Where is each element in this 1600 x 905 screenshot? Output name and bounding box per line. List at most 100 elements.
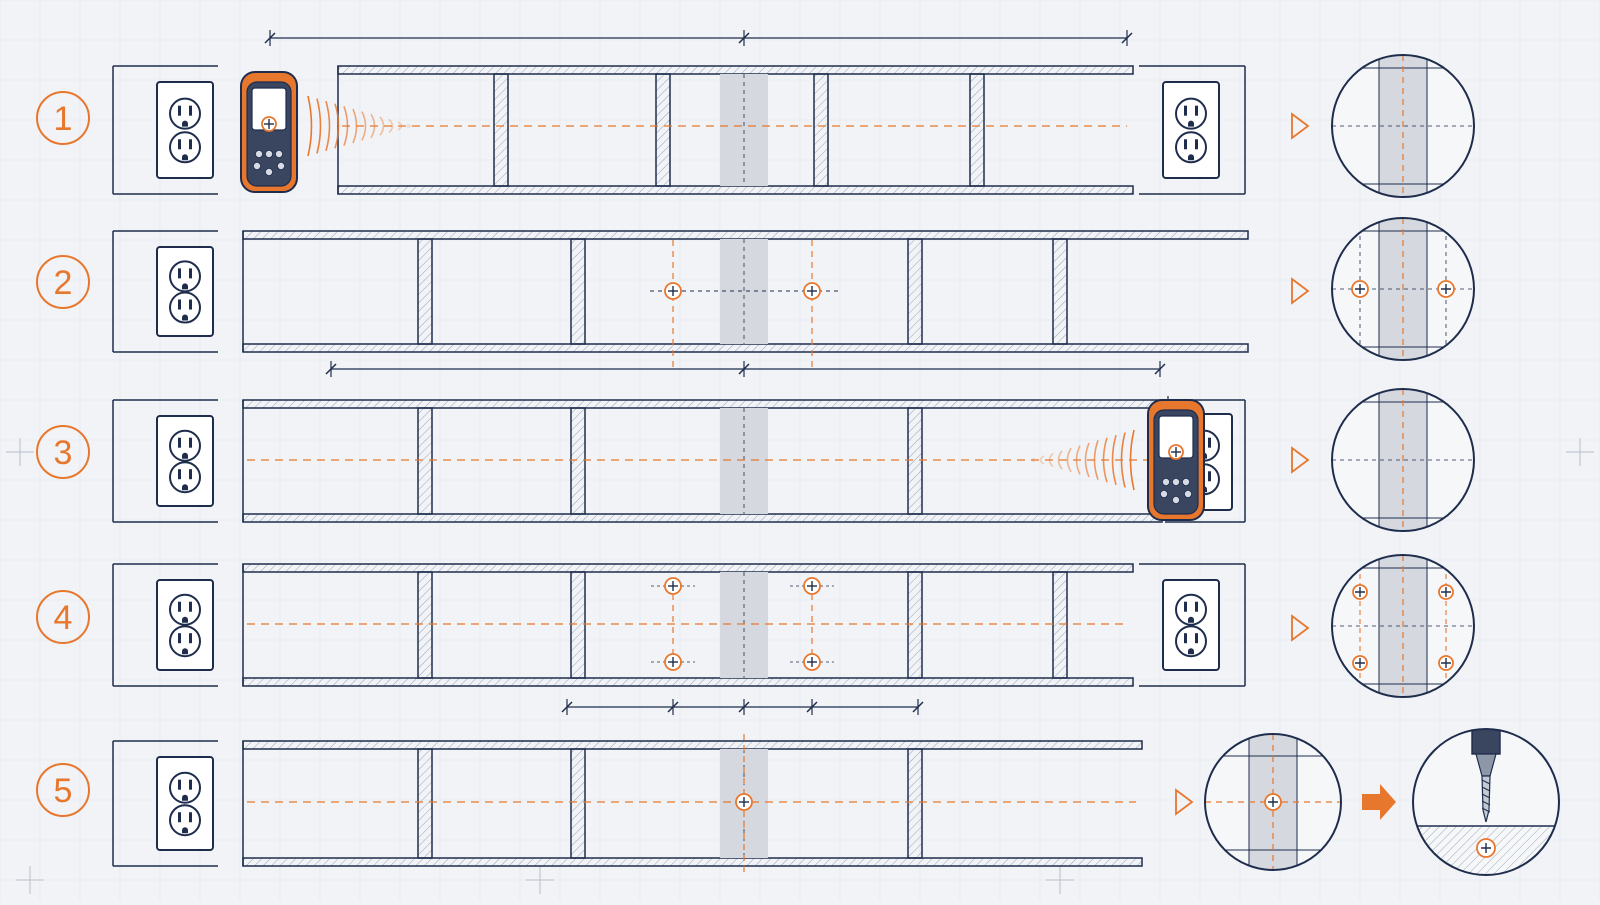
outlet-slot	[1208, 471, 1211, 482]
outlet-slot	[178, 105, 181, 116]
detail-content	[1205, 734, 1341, 870]
outlet-slot	[189, 812, 192, 823]
outlet-ground	[182, 616, 188, 623]
outlet-slot	[1195, 105, 1198, 116]
step-row-2: 2	[36, 230, 1310, 377]
result-detail-circle	[1331, 217, 1475, 361]
scanner-button	[264, 149, 273, 158]
outlet-receptacle	[169, 260, 201, 293]
registration-mark	[1566, 438, 1594, 466]
outlet-receptacle	[169, 804, 201, 837]
crosshair-marker-icon	[1352, 584, 1368, 600]
outlet-slot	[178, 268, 181, 279]
detail-ring	[1331, 388, 1475, 532]
outlet-slot	[1184, 139, 1187, 150]
outlet-slot	[1195, 633, 1198, 644]
wall-board-top	[242, 563, 1134, 573]
scan-wave	[1111, 434, 1117, 486]
outlet-slot	[189, 268, 192, 279]
outlet-slot	[1195, 601, 1198, 612]
crosshair-marker-icon	[1438, 584, 1454, 600]
step-number-badge: 2	[36, 255, 90, 309]
scanner-button	[1160, 489, 1169, 498]
outlet-slot	[178, 437, 181, 448]
outlet-slot	[189, 469, 192, 480]
crosshair-marker-icon	[1476, 838, 1496, 858]
detail-ring	[1412, 728, 1560, 876]
scan-wave	[370, 113, 376, 139]
duplex-outlet-icon	[1162, 81, 1220, 179]
outlet-ground	[182, 794, 188, 801]
outlet-slot	[189, 437, 192, 448]
outlet-ground	[182, 827, 188, 834]
detail-ring	[1331, 554, 1475, 698]
stud	[655, 73, 671, 187]
outlet-slot	[1184, 633, 1187, 644]
outlet-ground	[1188, 616, 1194, 623]
scanner-button	[254, 149, 263, 158]
result-detail-circle	[1331, 388, 1475, 532]
step-number: 4	[54, 599, 73, 637]
outlet-slot	[189, 139, 192, 150]
registration-mark	[16, 866, 44, 894]
scanner-button	[1172, 495, 1181, 504]
stud	[907, 238, 923, 345]
outlet-ground	[1188, 154, 1194, 161]
scan-waves	[1030, 429, 1135, 491]
step-number: 1	[54, 100, 73, 138]
scan-wave	[334, 103, 340, 149]
scan-wave	[307, 95, 313, 157]
outline-triangle-arrow-icon	[1291, 446, 1310, 474]
duplex-outlet-icon	[1162, 579, 1220, 671]
scanner-button	[264, 167, 273, 176]
scan-wave	[1129, 429, 1135, 491]
stud	[570, 748, 586, 859]
scan-wave	[379, 116, 385, 136]
drill-chuck	[1471, 729, 1501, 755]
outlet-receptacle	[1175, 625, 1207, 658]
step-number-badge: 5	[36, 763, 90, 817]
wall-board-bottom	[242, 857, 1143, 867]
stud	[570, 238, 586, 345]
stud	[417, 407, 433, 515]
wall-board-top	[242, 399, 1163, 409]
scan-wave	[388, 118, 394, 134]
stud	[417, 748, 433, 859]
scan-wave	[406, 123, 412, 129]
crosshair-marker-icon	[1437, 280, 1455, 298]
step-row-4: 4	[36, 563, 1310, 715]
crosshair-marker-icon	[1264, 793, 1282, 811]
dimension-line	[325, 361, 1166, 377]
result-detail-circle	[1331, 554, 1475, 698]
stud	[570, 571, 586, 679]
stud-finder-icon	[1147, 399, 1205, 521]
scan-wave	[1084, 442, 1090, 478]
detail-content	[1332, 55, 1474, 197]
outlet-receptacle	[1175, 131, 1207, 164]
scan-wave	[343, 106, 349, 146]
wall-board-top	[242, 230, 1249, 240]
crosshair-marker-icon	[664, 282, 682, 300]
registration-mark	[1046, 866, 1074, 894]
outlet-receptacle	[1175, 593, 1207, 626]
dimension-line	[561, 699, 924, 715]
wall-board-bottom	[242, 677, 1134, 687]
outlet-slot	[189, 633, 192, 644]
outlet-receptacle	[169, 625, 201, 658]
stud	[493, 73, 509, 187]
outlet-slot	[189, 601, 192, 612]
stud-finder-icon	[240, 71, 298, 193]
outlet-slot	[178, 633, 181, 644]
outlet-slot	[1184, 601, 1187, 612]
crosshair-marker-icon	[803, 653, 821, 671]
outlet-ground	[182, 648, 188, 655]
drill-bit-icon	[1471, 729, 1501, 823]
step-badge-ring	[36, 425, 90, 479]
outlet-ground	[182, 120, 188, 127]
outlet-slot	[178, 299, 181, 310]
solid-arrow-icon	[1362, 784, 1396, 820]
step-number: 5	[54, 772, 73, 810]
